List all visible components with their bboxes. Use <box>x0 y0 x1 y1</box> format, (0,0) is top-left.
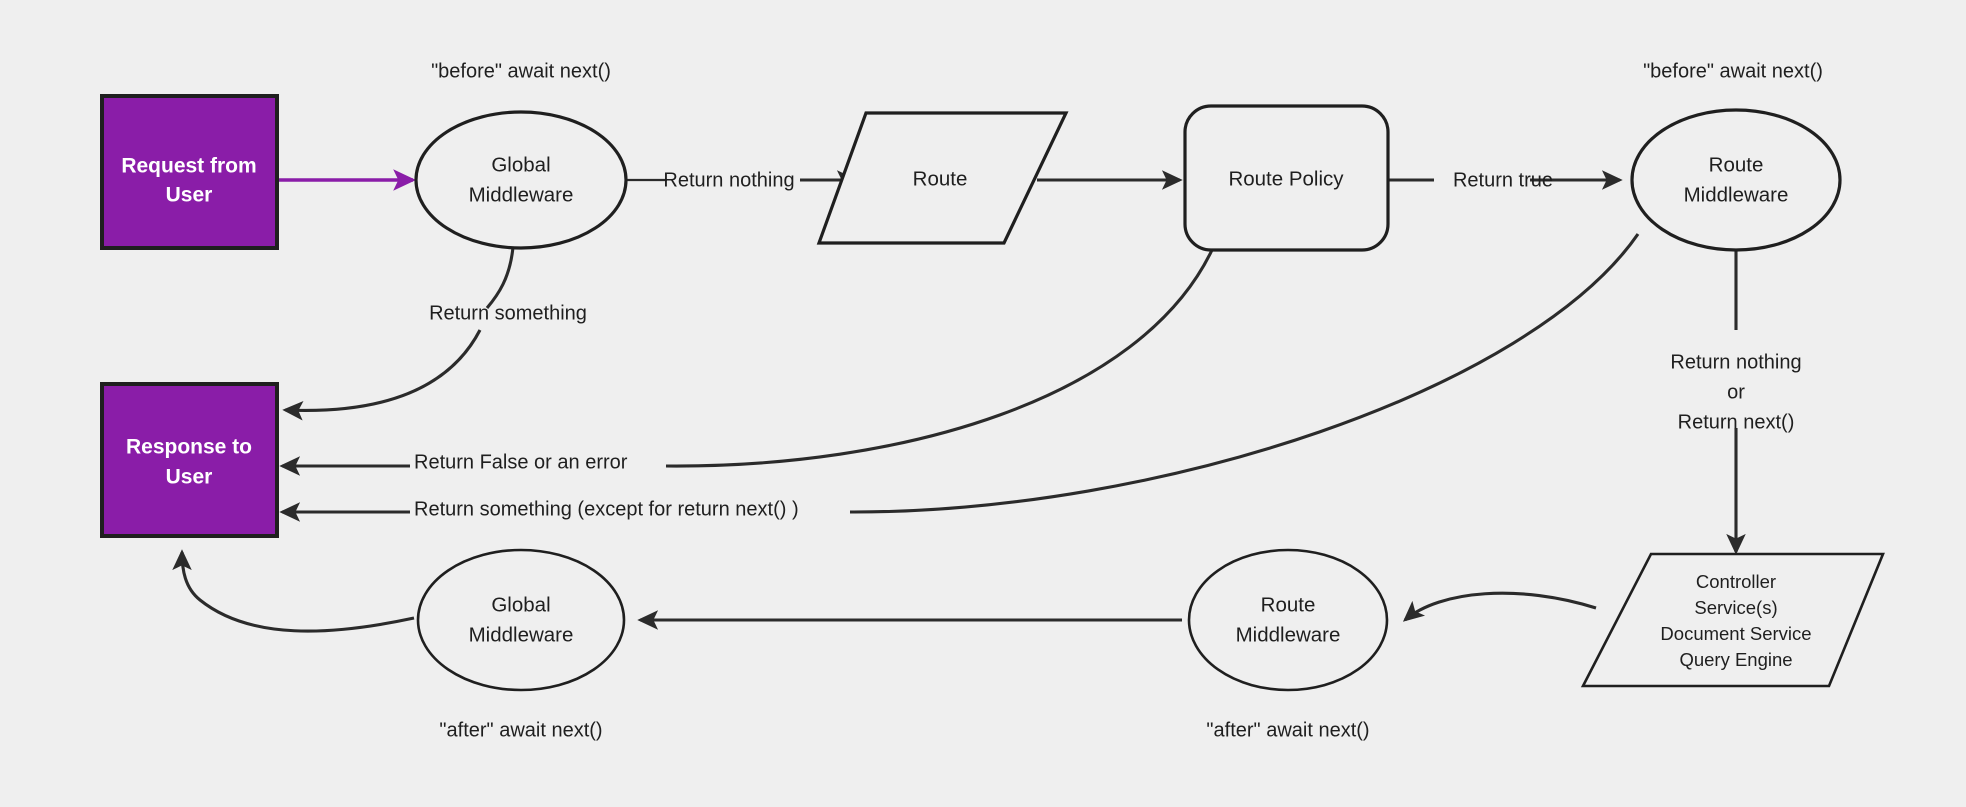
edge-label-return-false-or-error: Return False or an error <box>414 451 628 473</box>
route-middleware-bottom-label-line2: Middleware <box>1236 623 1341 646</box>
global-middleware-bottom-label-line2: Middleware <box>469 623 574 646</box>
global-middleware-top-label-line2: Middleware <box>469 183 574 206</box>
route-middleware-bottom-label-line1: Route <box>1261 593 1316 616</box>
edge-label-return-nothing: Return nothing <box>663 169 794 191</box>
edge-label-return-nothing-or-line2: or <box>1727 381 1745 403</box>
edge-label-return-nothing-or-line3: Return next() <box>1678 411 1795 433</box>
request-from-user-box[interactable] <box>100 94 279 250</box>
note-before-await-next-route-middleware: "before" await next() <box>1643 60 1823 82</box>
controller-label-line4: Query Engine <box>1679 649 1792 670</box>
node-route-middleware-top[interactable]: Route Middleware <box>1630 108 1842 252</box>
edge-global-middleware-bottom-to-response <box>172 549 415 633</box>
edge-route-policy-to-response-curve <box>665 249 1214 468</box>
request-from-user-label-line1: Request from <box>121 155 256 178</box>
route-label: Route <box>913 167 968 190</box>
node-global-middleware-top[interactable]: Global Middleware <box>414 110 628 250</box>
edge-controller-to-route-middleware-bottom <box>1402 591 1597 622</box>
node-response-to-user[interactable]: Response to User <box>100 382 279 538</box>
route-middleware-top-ellipse[interactable] <box>1630 108 1842 252</box>
controller-label-line3: Document Service <box>1660 623 1811 644</box>
controller-parallelogram[interactable] <box>1580 552 1885 688</box>
note-before-await-next-global: "before" await next() <box>431 60 611 82</box>
node-request-from-user[interactable]: Request from User <box>100 94 279 250</box>
route-parallelogram[interactable] <box>816 111 1069 245</box>
edge-global-middleware-to-response <box>282 329 482 421</box>
edge-label-return-something: Return something <box>429 302 587 324</box>
edge-route-middleware-to-response-curve <box>849 233 1640 514</box>
edge-global-middleware-down-stub <box>485 246 515 310</box>
controller-label-line2: Service(s) <box>1694 597 1777 618</box>
route-middleware-bottom-ellipse[interactable] <box>1187 548 1389 692</box>
global-middleware-top-ellipse[interactable] <box>414 110 628 250</box>
edge-label-return-nothing-or-line1: Return nothing <box>1670 351 1801 373</box>
note-after-await-next-global: "after" await next() <box>439 719 602 741</box>
route-middleware-top-label-line1: Route <box>1709 153 1764 176</box>
note-after-await-next-route-middleware: "after" await next() <box>1206 719 1369 741</box>
node-route-middleware-bottom[interactable]: Route Middleware <box>1187 548 1389 692</box>
node-controller-services[interactable]: Controller Service(s) Document Service Q… <box>1580 552 1885 688</box>
edge-label-return-something-except: Return something (except for return next… <box>414 498 799 520</box>
route-policy-label: Route Policy <box>1228 167 1344 190</box>
node-route[interactable]: Route <box>816 111 1069 245</box>
global-middleware-bottom-ellipse[interactable] <box>416 548 626 692</box>
request-from-user-label-line2: User <box>166 184 213 207</box>
response-to-user-box[interactable] <box>100 382 279 538</box>
edge-label-return-true: Return true <box>1453 169 1553 191</box>
node-route-policy[interactable]: Route Policy <box>1183 104 1390 252</box>
route-middleware-top-label-line2: Middleware <box>1684 183 1789 206</box>
route-policy-box[interactable] <box>1183 104 1390 252</box>
global-middleware-bottom-label-line1: Global <box>491 593 550 616</box>
node-global-middleware-bottom[interactable]: Global Middleware <box>416 548 626 692</box>
global-middleware-top-label-line1: Global <box>491 153 550 176</box>
response-to-user-label-line1: Response to <box>126 436 252 459</box>
response-to-user-label-line2: User <box>166 466 213 489</box>
controller-label-line1: Controller <box>1696 571 1776 592</box>
